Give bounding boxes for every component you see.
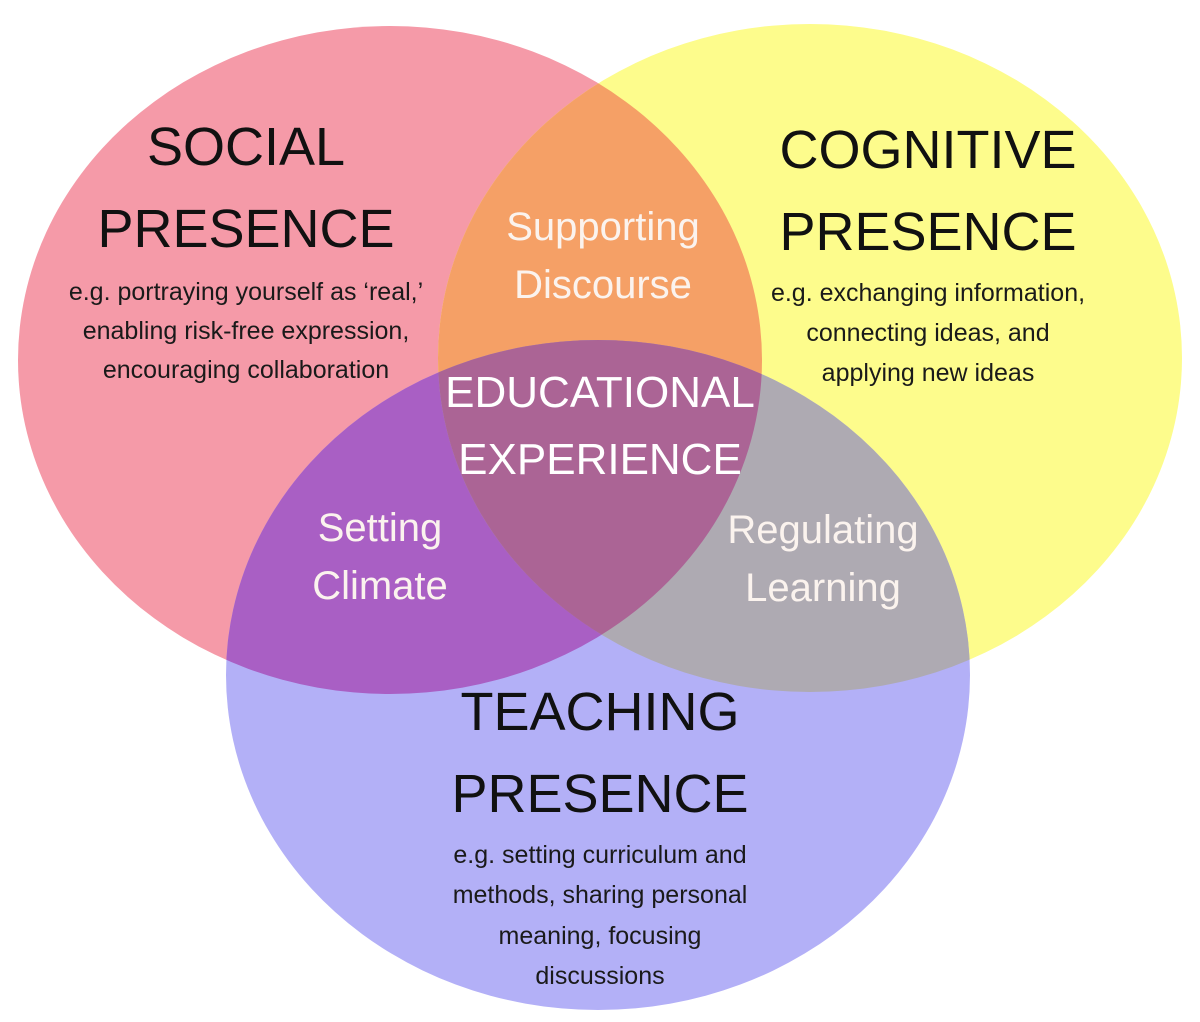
supporting-discourse-label: Supporting Discourse [506, 205, 699, 307]
teaching-title-line-1: TEACHING [460, 682, 739, 742]
teaching-title-line-2: PRESENCE [451, 764, 748, 824]
setting-climate-line-2: Climate [312, 564, 448, 608]
teaching-description-line-3: meaning, focusing [499, 922, 702, 950]
teaching-description-line-1: e.g. setting curriculum and [453, 841, 746, 869]
teaching-description-line-4: discussions [535, 962, 664, 990]
regulating-learning-line-2: Learning [745, 566, 901, 610]
social-description-line-2: enabling risk-free expression, [83, 317, 410, 345]
setting-climate-line-1: Setting [318, 506, 443, 550]
educational-experience-line-1: EDUCATIONAL [445, 368, 755, 417]
cognitive-description-line-3: applying new ideas [822, 359, 1035, 387]
social-description-line-3: encouraging collaboration [103, 356, 389, 384]
cognitive-presence-label: COGNITIVE PRESENCE e.g. exchanging infor… [771, 120, 1085, 387]
cognitive-description-line-1: e.g. exchanging information, [771, 279, 1085, 307]
supporting-discourse-line-2: Discourse [514, 263, 692, 307]
cognitive-title-line-2: PRESENCE [779, 202, 1076, 262]
social-presence-label: SOCIAL PRESENCE e.g. portraying yourself… [69, 117, 423, 384]
cognitive-title-line-1: COGNITIVE [779, 120, 1076, 180]
regulating-learning-label: Regulating Learning [727, 508, 918, 610]
teaching-presence-label: TEACHING PRESENCE e.g. setting curriculu… [451, 682, 748, 990]
educational-experience-line-2: EXPERIENCE [458, 435, 742, 484]
social-description-line-1: e.g. portraying yourself as ‘real,’ [69, 278, 423, 306]
cognitive-description-line-2: connecting ideas, and [806, 319, 1049, 347]
supporting-discourse-line-1: Supporting [506, 205, 699, 249]
educational-experience-label: EDUCATIONAL EXPERIENCE [445, 368, 755, 484]
teaching-description-line-2: methods, sharing personal [453, 881, 748, 909]
setting-climate-label: Setting Climate [312, 506, 448, 608]
social-title-line-2: PRESENCE [97, 199, 394, 259]
social-title-line-1: SOCIAL [147, 117, 345, 177]
regulating-learning-line-1: Regulating [727, 508, 918, 552]
